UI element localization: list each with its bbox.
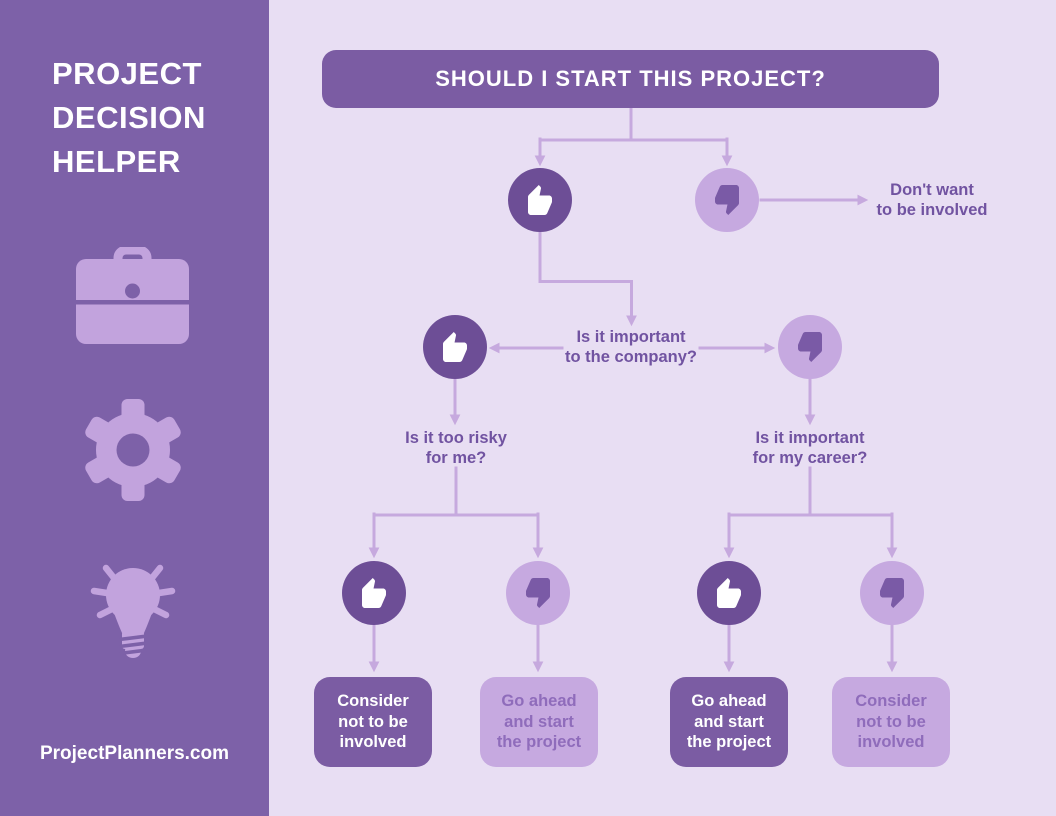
outcome-box: Consider not to be involved xyxy=(832,677,950,767)
decision-node-yes-1 xyxy=(508,168,572,232)
decision-node-no-1 xyxy=(695,168,759,232)
outcome-box: Go ahead and start the project xyxy=(670,677,788,767)
lightbulb-icon xyxy=(90,564,176,658)
thumbs-up-icon xyxy=(443,332,467,362)
decision-node-yes-3a xyxy=(342,561,406,625)
gear-icon xyxy=(85,399,181,501)
question-risky: Is it too risky for me? xyxy=(405,429,507,467)
question-company: Is it important to the company? xyxy=(564,328,697,366)
result-label-dont-want: Don't want to be involved xyxy=(876,181,988,219)
thumbs-down-icon xyxy=(715,185,739,215)
website-url: ProjectPlanners.com xyxy=(39,743,230,764)
decision-node-no-2 xyxy=(778,315,842,379)
thumbs-up-icon xyxy=(362,578,386,608)
thumbs-up-icon xyxy=(528,185,552,215)
thumbs-down-icon xyxy=(880,578,904,608)
thumbs-up-icon xyxy=(717,578,741,608)
thumbs-down-icon xyxy=(798,332,822,362)
decision-node-no-3a xyxy=(506,561,570,625)
decision-node-yes-3b xyxy=(697,561,761,625)
page-title: PROJECT DECISION HELPER xyxy=(52,56,206,179)
flowchart-title-box: SHOULD I START THIS PROJECT? xyxy=(322,50,939,108)
briefcase-icon xyxy=(76,247,189,344)
flowchart-title: SHOULD I START THIS PROJECT? xyxy=(435,66,826,91)
sidebar: PROJECT DECISION HELPER xyxy=(0,0,269,816)
thumbs-down-icon xyxy=(526,578,550,608)
decision-node-yes-2 xyxy=(423,315,487,379)
outcome-box: Go ahead and start the project xyxy=(480,677,598,767)
outcome-box: Consider not to be involved xyxy=(314,677,432,767)
decision-node-no-3b xyxy=(860,561,924,625)
question-career: Is it important for my career? xyxy=(752,429,868,467)
